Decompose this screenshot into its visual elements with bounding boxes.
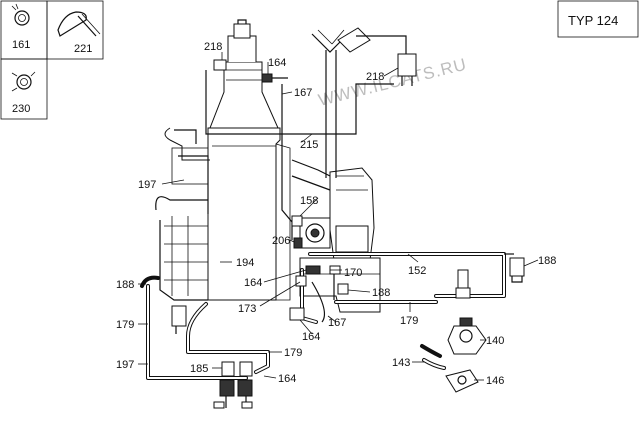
upper-manifold: [311, 27, 417, 178]
valve-188-right[interactable]: [509, 257, 525, 277]
callout-185[interactable]: 185: [190, 363, 208, 375]
valve-188-mid[interactable]: [337, 283, 349, 295]
callout-164-bottom[interactable]: 164: [278, 373, 296, 385]
callout-164-top[interactable]: 164: [268, 57, 286, 69]
spring-clip-icon: [11, 71, 36, 92]
check-valve-218a[interactable]: [213, 59, 227, 71]
callout-167-lower[interactable]: 167: [328, 317, 346, 329]
watermark: WWW.ILCATS.RU: [316, 55, 469, 110]
valve-152[interactable]: [457, 269, 469, 289]
callout-218-top[interactable]: 218: [204, 41, 222, 53]
callout-140[interactable]: 140: [486, 335, 504, 347]
filter-assembly-185[interactable]: [213, 361, 253, 409]
callout-188-left[interactable]: 188: [116, 279, 134, 291]
legend-box-221[interactable]: [46, 0, 104, 60]
bracket-146[interactable]: [445, 369, 479, 393]
hose-clamp-icon: [11, 3, 30, 26]
connector-164a[interactable]: [261, 73, 273, 83]
callout-170[interactable]: 170: [344, 267, 362, 279]
callout-labels: 218 164 167 218 215 197 158 206 194 188 …: [116, 41, 556, 387]
vacuum-unit-140[interactable]: [447, 317, 487, 355]
hose-143[interactable]: [420, 344, 442, 358]
callout-179-bottom[interactable]: 179: [284, 347, 302, 359]
callout-143[interactable]: 143: [392, 357, 410, 369]
callout-164-lower[interactable]: 164: [302, 331, 320, 343]
legend-label-161: 161: [12, 39, 30, 51]
callout-158[interactable]: 158: [300, 195, 318, 207]
legend-label-230: 230: [12, 103, 30, 115]
callout-146[interactable]: 146: [486, 375, 504, 387]
callout-179-right[interactable]: 179: [400, 315, 418, 327]
leader-lines: [138, 52, 539, 381]
valve-158[interactable]: [291, 215, 303, 227]
legend-label-221: 221: [74, 43, 92, 55]
legend-box-230[interactable]: [0, 58, 48, 120]
elbow-188-left[interactable]: [140, 275, 160, 288]
callout-197-upper[interactable]: 197: [138, 179, 156, 191]
callout-197-lower[interactable]: 197: [116, 359, 134, 371]
type-label: TYP 124: [568, 13, 618, 28]
connector-206[interactable]: [293, 237, 303, 249]
vacuum-components: [140, 59, 525, 409]
connector-164c[interactable]: [289, 307, 305, 321]
cable-strap-icon: [57, 11, 101, 37]
tee-connector-164b[interactable]: [305, 265, 321, 275]
callout-173[interactable]: 173: [238, 303, 256, 315]
callout-188-right[interactable]: 188: [538, 255, 556, 267]
callout-194[interactable]: 194: [236, 257, 254, 269]
callout-218-right[interactable]: 218: [366, 71, 384, 83]
legend-panel: 161 221 230: [0, 0, 104, 120]
type-box: TYP 124: [557, 0, 639, 38]
callout-167-top[interactable]: 167: [294, 87, 312, 99]
callout-206[interactable]: 206: [272, 235, 290, 247]
callout-164-mid[interactable]: 164: [244, 277, 262, 289]
valve-173[interactable]: [295, 275, 307, 287]
callout-152[interactable]: 152: [408, 265, 426, 277]
callout-179-left[interactable]: 179: [116, 319, 134, 331]
callout-215[interactable]: 215: [300, 139, 318, 151]
callout-188-mid[interactable]: 188: [372, 287, 390, 299]
